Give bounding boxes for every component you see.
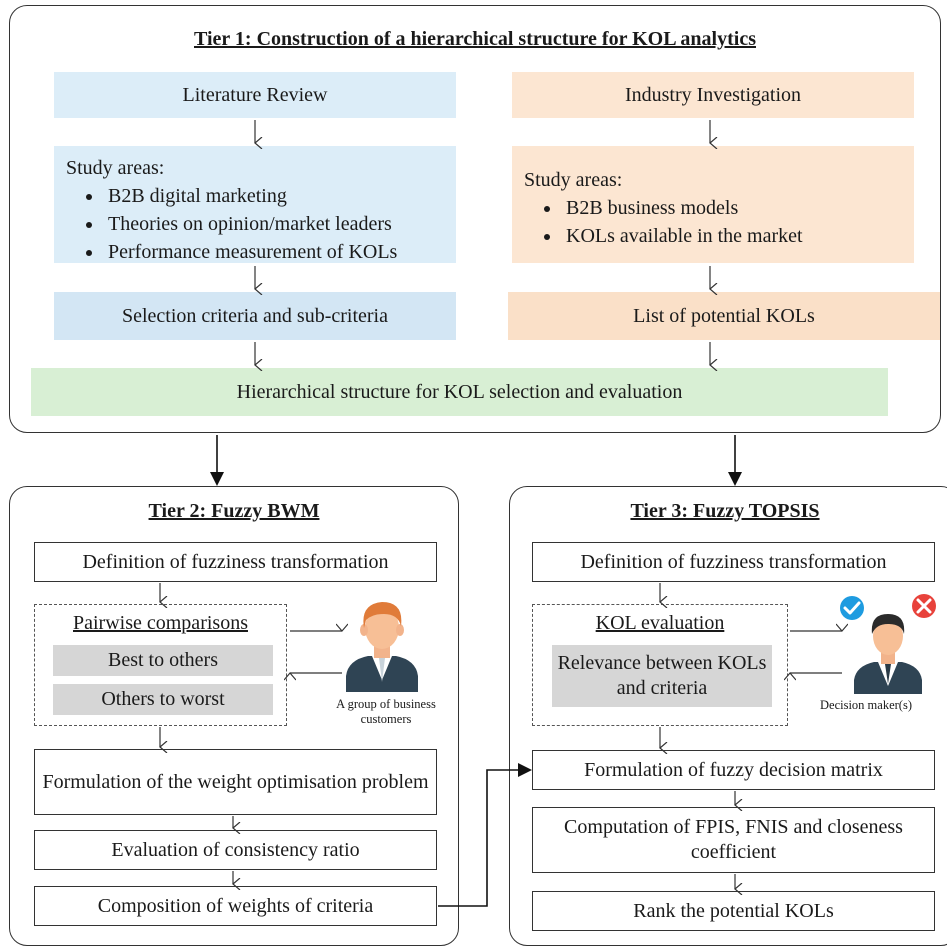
- literature-review-box: Literature Review: [54, 72, 456, 118]
- tier2-title: Tier 2: Fuzzy BWM: [148, 500, 320, 522]
- literature-study-heading: Study areas:: [66, 157, 165, 179]
- tier3-title: Tier 3: Fuzzy TOPSIS: [630, 500, 820, 522]
- rank-kols-box: Rank the potential KOLs: [532, 891, 935, 931]
- fuzzy-decision-matrix-box: Formulation of fuzzy decision matrix: [532, 750, 935, 790]
- literature-study-list: B2B digital marketing Theories on opinio…: [66, 182, 444, 266]
- weight-optimisation-box: Formulation of the weight optimisation p…: [34, 749, 437, 815]
- caption-line: A group of business: [336, 697, 436, 711]
- business-customer-icon: [346, 602, 418, 692]
- hierarchical-structure-box: Hierarchical structure for KOL selection…: [31, 368, 888, 416]
- industry-study-heading: Study areas:: [524, 169, 623, 191]
- list-item: Performance measurement of KOLs: [104, 238, 444, 266]
- others-to-worst-box: Others to worst: [53, 684, 273, 715]
- list-item: B2B business models: [562, 194, 902, 222]
- best-to-others-box: Best to others: [53, 645, 273, 676]
- kol-evaluation-label: KOL evaluation: [595, 611, 725, 634]
- tier2-fuzziness-box: Definition of fuzziness transformation: [34, 542, 437, 582]
- industry-study-areas-box: Study areas: B2B business models KOLs av…: [512, 146, 914, 263]
- potential-kols-box: List of potential KOLs: [508, 292, 940, 340]
- fpis-fnis-box: Computation of FPIS, FNIS and closeness …: [532, 807, 935, 873]
- tier1-title: Tier 1: Construction of a hierarchical s…: [194, 28, 756, 50]
- list-item: Theories on opinion/market leaders: [104, 210, 444, 238]
- list-item: KOLs available in the market: [562, 222, 902, 250]
- decision-maker-caption: Decision maker(s): [820, 698, 912, 712]
- composition-weights-box: Composition of weights of criteria: [34, 886, 437, 926]
- literature-study-areas-box: Study areas: B2B digital marketing Theor…: [54, 146, 456, 263]
- relevance-box: Relevance between KOLs and criteria: [552, 645, 772, 707]
- pairwise-comparisons-label: Pairwise comparisons: [73, 611, 248, 634]
- industry-study-list: B2B business models KOLs available in th…: [524, 194, 902, 250]
- caption-line: customers: [360, 712, 412, 726]
- industry-investigation-box: Industry Investigation: [512, 72, 914, 118]
- decision-maker-icon: [840, 594, 936, 694]
- business-customers-caption: A group of business customers: [316, 697, 456, 727]
- consistency-ratio-box: Evaluation of consistency ratio: [34, 830, 437, 870]
- selection-criteria-box: Selection criteria and sub-criteria: [54, 292, 456, 340]
- list-item: B2B digital marketing: [104, 182, 444, 210]
- tier3-fuzziness-box: Definition of fuzziness transformation: [532, 542, 935, 582]
